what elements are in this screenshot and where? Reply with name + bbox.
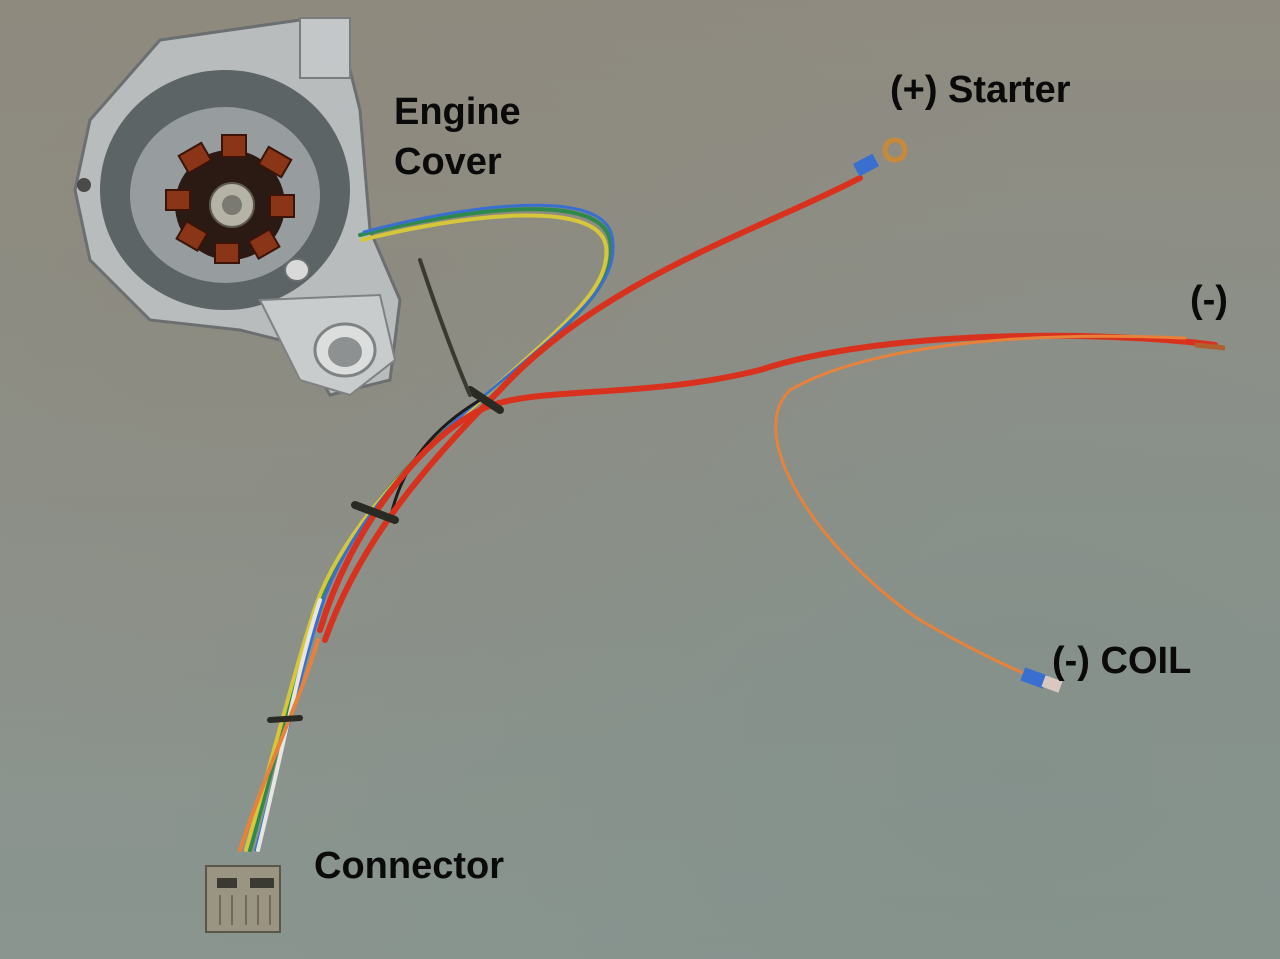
stator-coil — [247, 227, 281, 261]
zip-tie — [466, 386, 504, 414]
zip-tie — [267, 715, 303, 723]
negative-wire — [317, 332, 1218, 633]
label-engine-cover-line2: Cover — [394, 141, 502, 183]
stator-coil — [221, 134, 247, 158]
label-coil: (-) COIL — [1052, 640, 1192, 682]
coil-spade-terminal — [1020, 667, 1063, 693]
starter-wire — [322, 175, 863, 643]
stator — [165, 134, 295, 264]
label-engine-cover-line1: Engine — [394, 91, 521, 133]
cover-bracket — [299, 17, 351, 79]
stator-coil — [177, 141, 213, 175]
stator-coil — [175, 219, 209, 253]
stator-coil — [165, 189, 191, 211]
bolt-hole — [77, 178, 91, 192]
stator-coil — [269, 194, 295, 218]
label-connector: Connector — [314, 845, 504, 887]
label-starter: (+) Starter — [890, 69, 1071, 111]
harness-connector — [205, 865, 281, 933]
stator-coil — [214, 242, 240, 264]
stator-coil — [257, 145, 293, 179]
label-engine-cover: Engine Cover — [394, 87, 521, 187]
starter-ring-terminal — [853, 137, 908, 177]
zip-tie — [351, 501, 399, 524]
wiring-harness — [238, 175, 1218, 852]
coil-wire — [774, 334, 1187, 682]
label-negative: (-) — [1190, 279, 1228, 321]
negative-wire-terminal — [1194, 342, 1226, 351]
